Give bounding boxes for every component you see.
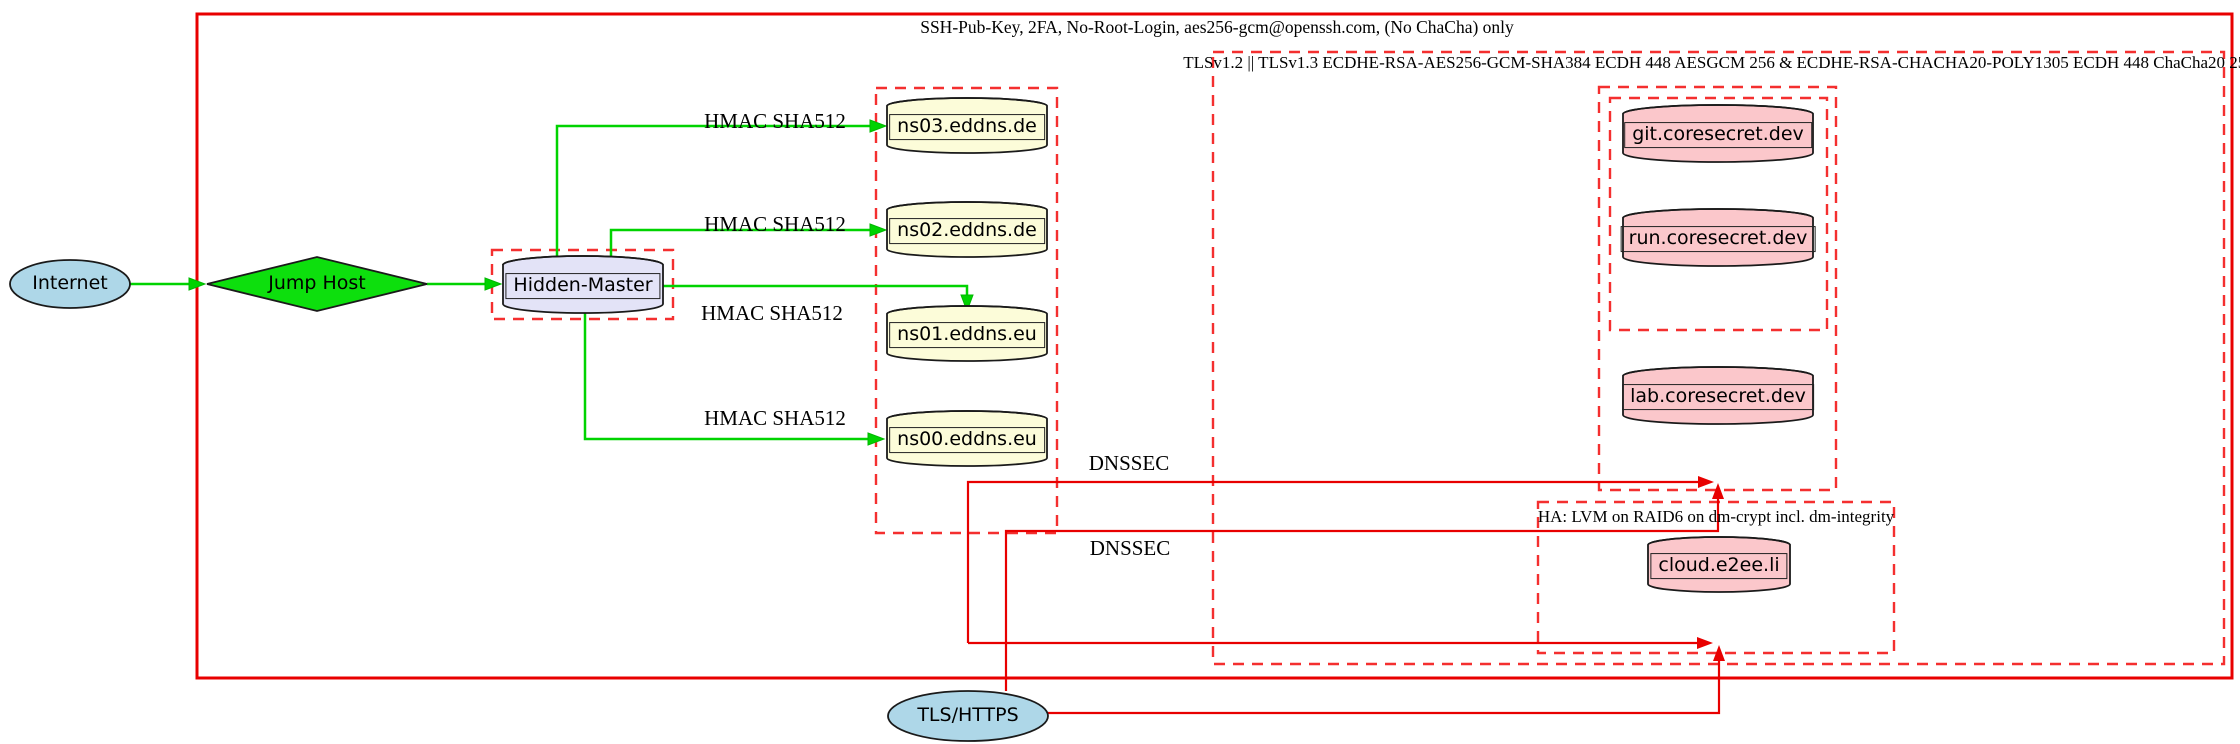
tls-https-label: TLS/HTTPS <box>917 704 1019 727</box>
cluster-tls-label: TLSv1.2 || TLSv1.3 ECDHE-RSA-AES256-GCM-… <box>1183 53 2240 73</box>
edge-hm-ns02 <box>609 228 870 262</box>
arrowhead-coresecret-right <box>1698 476 1714 488</box>
red-arrowheads <box>1697 476 1725 661</box>
cluster-ha-label: HA: LVM on RAID6 on dm-crypt incl. dm-in… <box>1537 507 1895 527</box>
arrowhead-jumphost <box>188 277 207 291</box>
hidden-master-rim <box>502 255 664 266</box>
git-label: git.coresecret.dev <box>1624 122 1812 148</box>
secure-edges <box>130 124 969 441</box>
edge-label-hmac-ns00: HMAC SHA512 <box>704 405 846 430</box>
cluster-perimeter-border <box>195 12 2234 680</box>
arrowhead-ha-right <box>1697 637 1713 649</box>
ns00-label: ns00.eddns.eu <box>889 427 1045 453</box>
ns00-rim <box>886 410 1048 420</box>
ns01-rim <box>886 305 1048 315</box>
edge-label-hmac-ns03: HMAC SHA512 <box>704 108 846 133</box>
arrowhead-ns02 <box>869 223 888 237</box>
edge-label-hmac-ns02: HMAC SHA512 <box>704 211 846 236</box>
lab-rim <box>1622 366 1814 377</box>
edge-label-dnssec-1: DNSSEC <box>1088 450 1170 475</box>
arrowhead-cloud-up <box>1713 645 1725 661</box>
edge-hm-ns01 <box>663 284 969 296</box>
edge-dnssec-coresecret <box>966 480 1698 643</box>
internet-node <box>9 259 131 309</box>
hidden-master-label: Hidden-Master <box>505 273 661 299</box>
edge-tls-coresecret <box>1004 499 1720 691</box>
edge-hm-ns03 <box>555 124 870 262</box>
arrowhead-ns00 <box>867 432 886 446</box>
arrowhead-hiddenmaster <box>484 277 503 291</box>
ns02-rim <box>886 201 1048 211</box>
lab-label: lab.coresecret.dev <box>1622 384 1814 410</box>
cluster-coresecret-outer-border <box>1597 85 1838 492</box>
git-rim <box>1622 104 1814 115</box>
cluster-perimeter-label: SSH-Pub-Key, 2FA, No-Root-Login, aes256-… <box>920 16 1514 37</box>
internet-label: Internet <box>32 272 108 295</box>
edge-label-hmac-ns01: HMAC SHA512 <box>701 300 843 325</box>
cloud-rim <box>1647 536 1791 546</box>
cluster-coresecret-inner-border <box>1608 96 1829 332</box>
ns02-label: ns02.eddns.de <box>889 218 1045 244</box>
run-label: run.coresecret.dev <box>1620 226 1816 252</box>
arrowhead-ns01 <box>960 294 974 313</box>
arrowhead-ns03 <box>869 119 888 133</box>
run-rim <box>1622 208 1814 219</box>
ns03-label: ns03.eddns.de <box>889 114 1045 140</box>
secure-arrowheads <box>188 119 974 446</box>
edge-hm-ns00 <box>583 308 868 441</box>
ns03-rim <box>886 97 1048 107</box>
edge-label-dnssec-2: DNSSEC <box>1089 535 1171 560</box>
jump-host-node <box>206 256 428 312</box>
red-edges <box>966 480 1721 715</box>
edge-tls-cloud <box>1047 661 1721 715</box>
arrowhead-coresecret-up <box>1712 483 1724 499</box>
tls-https-node <box>887 690 1049 742</box>
cluster-nameservers-border <box>874 86 1059 535</box>
ns01-label: ns01.eddns.eu <box>889 322 1045 348</box>
jump-host-label: Jump Host <box>268 272 366 295</box>
cloud-label: cloud.e2ee.li <box>1650 553 1788 579</box>
